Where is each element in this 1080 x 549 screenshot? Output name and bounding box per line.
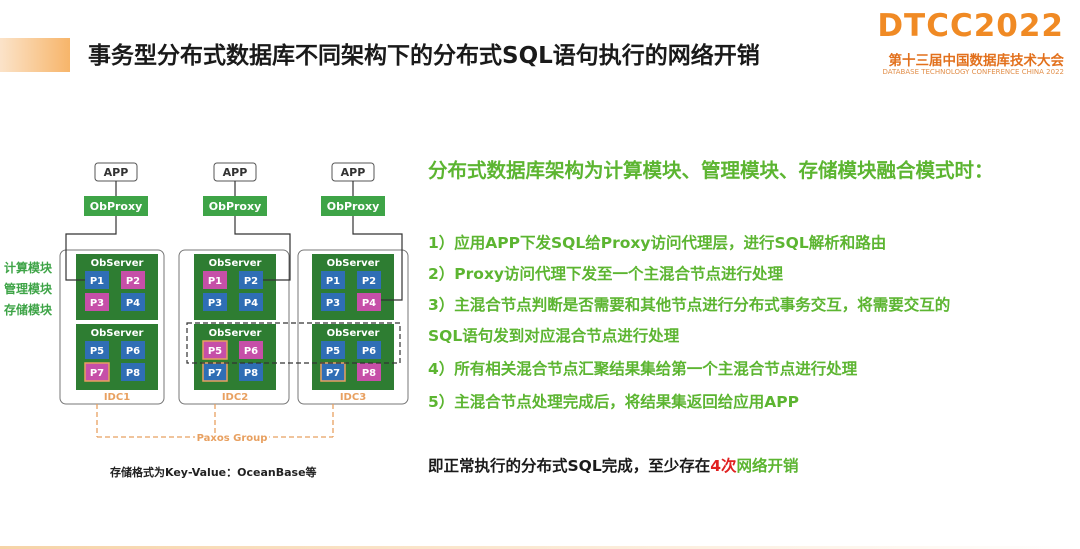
app-box-2: APP xyxy=(223,166,248,179)
observer-label-1b: ObServer xyxy=(91,328,144,339)
idc2-p3: P3 xyxy=(208,298,222,309)
idc3-p6: P6 xyxy=(362,346,376,357)
idc3-p4: P4 xyxy=(362,298,376,309)
idc2-p6: P6 xyxy=(244,346,258,357)
side-label-compute: 计算模块 xyxy=(4,260,53,275)
idc1-column: APP ObProxy ObServer P1 P2 P3 P4 ObServe… xyxy=(59,162,165,405)
app-box-1: APP xyxy=(104,166,129,179)
paxos-group xyxy=(96,404,334,438)
idc1-p2: P2 xyxy=(126,276,140,287)
step-3-continued: SQL语句发到对应混合节点进行处理 xyxy=(428,327,680,345)
observer-label-2b: ObServer xyxy=(209,328,262,339)
proxy-box-2: ObProxy xyxy=(209,200,262,213)
idc1-p4: P4 xyxy=(126,298,140,309)
side-label-storage: 存储模块 xyxy=(3,302,53,317)
architecture-diagram: 计算模块 管理模块 存储模块 APP ObProxy ObServer P1 P… xyxy=(3,162,409,447)
idc2-p8: P8 xyxy=(244,368,258,379)
observer-label-1a: ObServer xyxy=(91,258,144,269)
explanation-heading: 分布式数据库架构为计算模块、管理模块、存储模块融合模式时： xyxy=(428,159,994,182)
idc1-p1: P1 xyxy=(90,276,104,287)
diagram-caption: 存储格式为Key-Value：OceanBase等 xyxy=(110,466,317,479)
paxos-group-label: Paxos Group xyxy=(197,433,268,444)
idc3-p7: P7 xyxy=(326,368,340,379)
summary-prefix: 即正常执行的分布式SQL完成，至少存在 xyxy=(428,457,711,475)
idc3-p5: P5 xyxy=(326,346,340,357)
step-2: 2）Proxy访问代理下发至一个主混合节点进行处理 xyxy=(428,265,784,283)
idc1-p6: P6 xyxy=(126,346,140,357)
idc3-p8: P8 xyxy=(362,368,376,379)
idc1-label: IDC1 xyxy=(104,392,130,403)
summary-count: 4次 xyxy=(710,457,737,475)
page-title: 事务型分布式数据库不同架构下的分布式SQL语句执行的网络开销 xyxy=(88,43,760,69)
idc1-p5: P5 xyxy=(90,346,104,357)
app-box-3: APP xyxy=(341,166,366,179)
idc3-p1: P1 xyxy=(326,276,340,287)
idc2-p5: P5 xyxy=(208,346,222,357)
idc3-column: APP ObProxy ObServer P1 P2 P3 P4 ObServe… xyxy=(297,162,409,405)
summary-suffix: 网络开销 xyxy=(736,457,799,475)
step-5: 5）主混合节点处理完成后，将结果集返回给应用APP xyxy=(428,393,800,411)
observer-label-3a: ObServer xyxy=(327,258,380,269)
idc1-p3: P3 xyxy=(90,298,104,309)
logo-sub-text: 第十三届中国数据库技术大会 xyxy=(888,53,1065,69)
idc2-p4: P4 xyxy=(244,298,258,309)
idc2-label: IDC2 xyxy=(222,392,248,403)
idc3-p2: P2 xyxy=(362,276,376,287)
bottom-accent-line xyxy=(0,546,1080,549)
idc2-column: APP ObProxy ObServer P1 P2 P3 P4 ObServe… xyxy=(178,162,290,405)
step-3: 3）主混合节点判断是否需要和其他节点进行分布式事务交互，将需要交互的 xyxy=(428,296,951,314)
proxy-box-1: ObProxy xyxy=(90,200,143,213)
step-4: 4）所有相关混合节点汇聚结果集给第一个主混合节点进行处理 xyxy=(428,360,858,378)
summary-line: 即正常执行的分布式SQL完成，至少存在4次网络开销 xyxy=(428,454,799,476)
conference-logo: DTCC2022 第十三届中国数据库技术大会 DATABASE TECHNOLO… xyxy=(874,8,1064,78)
observer-label-3b: ObServer xyxy=(327,328,380,339)
side-label-manage: 管理模块 xyxy=(4,281,53,296)
idc1-p8: P8 xyxy=(126,368,140,379)
idc3-label: IDC3 xyxy=(340,392,366,403)
idc3-p3: P3 xyxy=(326,298,340,309)
step-1: 1）应用APP下发SQL给Proxy访问代理层，进行SQL解析和路由 xyxy=(428,234,887,252)
idc2-p7: P7 xyxy=(208,368,222,379)
idc1-p7: P7 xyxy=(90,368,104,379)
logo-en-text: DATABASE TECHNOLOGY CONFERENCE CHINA 202… xyxy=(882,68,1064,76)
idc2-p2: P2 xyxy=(244,276,258,287)
routing-lines xyxy=(65,216,403,301)
proxy-box-3: ObProxy xyxy=(327,200,380,213)
cross-node-dashed-group xyxy=(186,322,401,364)
observer-label-2a: ObServer xyxy=(209,258,262,269)
title-accent-bar xyxy=(0,38,70,72)
idc2-p1: P1 xyxy=(208,276,222,287)
logo-main-text: DTCC2022 xyxy=(877,8,1064,44)
